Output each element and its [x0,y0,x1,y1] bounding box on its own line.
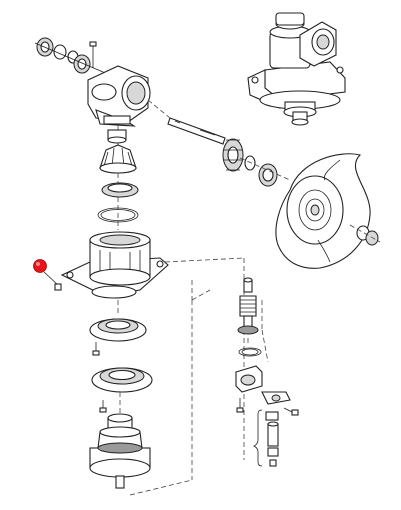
small-bearing-right[interactable] [244,155,278,187]
bolt-lower[interactable] [99,400,107,413]
bolt-top[interactable] [89,41,97,68]
snap-ring[interactable] [238,347,262,357]
bearing-ring[interactable] [101,182,139,198]
screw-side[interactable] [236,398,244,413]
assembled-gearbox[interactable] [247,12,346,126]
drive-shaft[interactable] [167,117,226,145]
spring-assembly[interactable] [253,409,279,467]
output-shaft-assembly[interactable] [89,413,151,489]
o-ring[interactable] [97,207,139,223]
pinion-gear[interactable] [222,138,244,172]
highlighted-part-marker[interactable] [33,259,47,273]
gear-housing[interactable] [87,65,151,127]
main-housing[interactable] [60,231,169,299]
large-bearing[interactable] [89,318,147,342]
screw-small[interactable] [43,271,62,291]
clutch-block[interactable] [235,365,263,393]
disc-nut[interactable] [356,225,379,246]
seal-ring[interactable] [91,367,153,393]
blade-disc[interactable] [275,153,371,269]
bevel-gear[interactable] [99,144,137,174]
pin-stack[interactable] [237,277,259,335]
bolt-mid[interactable] [92,342,100,356]
small-bearing-housing[interactable] [107,129,127,144]
lever[interactable] [261,391,299,416]
